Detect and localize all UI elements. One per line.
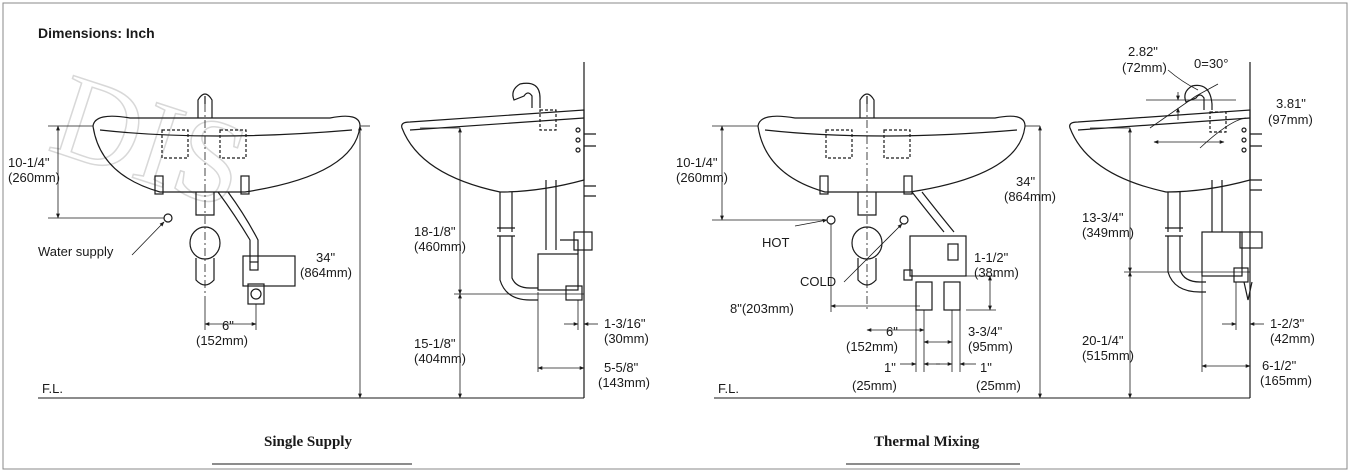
thermal-floor-label: F.L. [718,381,739,396]
thermal-total-in: 34" [1016,174,1035,189]
single-side-labels: 18-1/8" (460mm) 15-1/8" (404mm) 1-3/16" … [414,224,650,390]
thermal-side-lower-mm: (515mm) [1082,348,1134,363]
thermal-depth1-in: 1-2/3" [1270,316,1305,331]
single-side-spout [512,82,541,108]
thermal-valve-h-in: 1-1/2" [974,250,1009,265]
thermal-width-in: 6" [886,324,898,339]
page-title: Dimensions: Inch [38,25,155,41]
thermal-side-upper-mm: (349mm) [1082,225,1134,240]
thermal-valve-w-mm: (95mm) [968,339,1013,354]
single-depth1-in: 1-3/16" [604,316,646,331]
thermal-side-basin [1069,109,1251,193]
thermal-side-view [1069,62,1264,399]
thermal-depth1-mm: (42mm) [1270,331,1315,346]
single-valve [247,283,265,305]
thermal-hidden-sensor-left [825,129,853,159]
thermal-caption: Thermal Mixing [874,434,980,450]
single-faucet [197,93,213,118]
single-control-box [242,255,296,287]
single-front-labels: 10-1/4" (260mm) Water supply 34" (864mm)… [8,155,352,396]
thermal-basin [757,115,1026,193]
thermal-valve-h-mm: (38mm) [974,265,1019,280]
single-depth2-mm: (143mm) [598,375,650,390]
single-hidden-sensor-right [219,129,247,159]
single-depth1-mm: (30mm) [604,331,649,346]
thermal-side-labels: 2.82" (72mm) 0=30° 3.81" (97mm) 13-3/4" … [1082,44,1315,388]
single-basin [92,115,361,193]
thermal-width-mm: (152mm) [846,339,898,354]
single-total-in: 34" [316,250,335,265]
single-drain [195,192,215,216]
single-bracket-right [240,175,250,195]
single-height-mm: (260mm) [8,170,60,185]
thermal-reach-mm: (97mm) [1268,112,1313,127]
single-front-view [38,93,584,399]
single-water-supply-label: Water supply [38,244,114,259]
thermal-offset-label: 8"(203mm) [730,301,794,316]
single-side-view [401,62,598,399]
thermal-spout-mm: (72mm) [1122,60,1167,75]
single-side-basin [401,109,585,193]
thermal-total-mm: (864mm) [1004,189,1056,204]
single-side-control-box [537,253,579,291]
thermal-angle-label: 0=30° [1194,56,1228,71]
single-side-lower-mm: (404mm) [414,351,466,366]
thermal-pipe-r-in: 1" [980,360,992,375]
thermal-front-view [712,93,1250,399]
single-bracket-left [154,175,164,195]
single-side-upper-mm: (460mm) [414,239,466,254]
thermal-cold-label: COLD [800,274,836,289]
single-total-mm: (864mm) [300,265,352,280]
thermal-hot-label: HOT [762,235,790,250]
thermal-hidden-sensor-right [883,129,911,159]
thermal-depth2-mm: (165mm) [1260,373,1312,388]
single-hidden-sensor-left [161,129,189,159]
thermal-pipe-l-mm: (25mm) [852,378,897,393]
thermal-reach-in: 3.81" [1276,96,1306,111]
thermal-pipe-l-in: 1" [884,360,896,375]
single-width-in: 6" [222,318,234,333]
thermal-pipe-r-mm: (25mm) [976,378,1021,393]
thermal-side-valve [1201,231,1243,277]
single-floor-label: F.L. [42,381,63,396]
single-side-lower-in: 15-1/8" [414,336,456,351]
thermal-spout-in: 2.82" [1128,44,1158,59]
single-width-mm: (152mm) [196,333,248,348]
thermal-valve-w-in: 3-3/4" [968,324,1003,339]
thermal-cold-point [899,215,909,225]
thermal-mixing-valve [909,235,967,277]
single-side-upper-in: 18-1/8" [414,224,456,239]
single-caption: Single Supply [264,434,352,450]
thermal-hot-point [826,215,836,225]
thermal-side-lower-in: 20-1/4" [1082,333,1124,348]
thermal-height-in: 10-1/4" [676,155,718,170]
thermal-depth2-in: 6-1/2" [1262,358,1297,373]
thermal-side-upper-in: 13-3/4" [1082,210,1124,225]
thermal-faucet [859,93,875,118]
thermal-front-labels: 10-1/4" (260mm) HOT COLD 8"(203mm) 6" (1… [676,155,1056,396]
watermark: DIS [38,47,263,233]
single-depth2-in: 5-5/8" [604,360,639,375]
single-height-in: 10-1/4" [8,155,50,170]
thermal-height-mm: (260mm) [676,170,728,185]
